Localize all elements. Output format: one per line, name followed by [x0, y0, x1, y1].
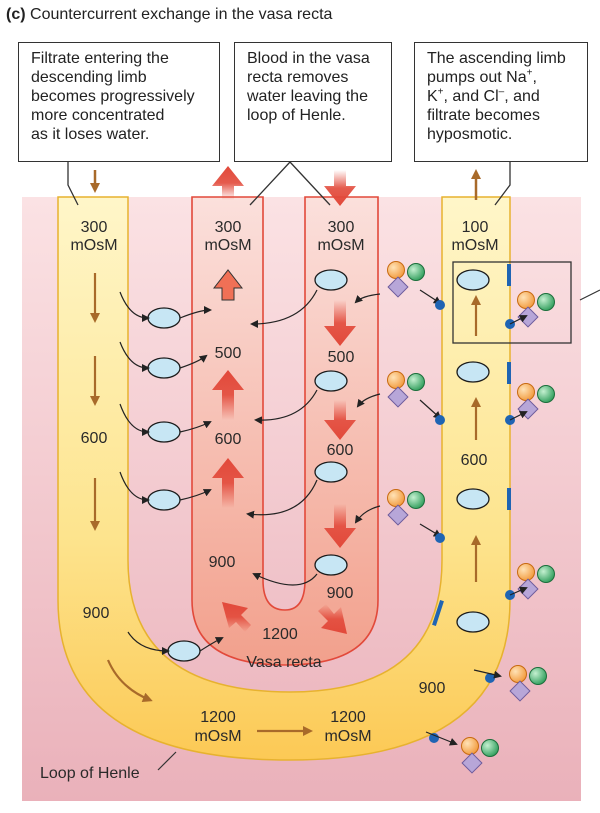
callout-line: loop of Henle. — [247, 107, 346, 124]
plus-superscript: + — [526, 67, 533, 79]
callout-line: filtrate becomes — [427, 107, 540, 124]
desc-600-label: 600 — [81, 430, 108, 447]
bottom-left-value: 1200 — [200, 709, 236, 726]
ion-pumps — [354, 264, 528, 746]
plus-superscript: + — [437, 86, 444, 98]
callout-text: , and — [504, 88, 540, 105]
callout-line: Blood in the vasa — [247, 50, 370, 67]
vasa-descending-arrows — [318, 300, 356, 634]
minus-superscript: – — [498, 86, 505, 98]
vasa-1200-label: 1200 — [262, 626, 298, 643]
desc-top-unit: mOsM — [70, 237, 117, 254]
vasa-500-left-label: 500 — [215, 345, 242, 362]
loop-of-henle-pointer — [157, 751, 177, 771]
asc-top-value: 100 — [462, 219, 489, 236]
asc-600-label: 600 — [461, 452, 488, 469]
callout-line: descending limb — [31, 69, 147, 86]
vasa-up-top-unit: mOsM — [204, 237, 251, 254]
callout-line: water leaving the — [247, 88, 368, 105]
callout-line: hyposmotic. — [427, 126, 513, 143]
vasa-900-left-label: 900 — [209, 554, 236, 571]
water-flow-arrows — [119, 289, 318, 655]
callout-text: , and Cl — [443, 88, 499, 105]
callout-text: pumps out Na — [427, 69, 527, 86]
callout-ascending-limb: The ascending limb pumps out Na+, K+, an… — [414, 42, 588, 162]
asc-top-unit: mOsM — [451, 237, 498, 254]
highlight-box — [452, 261, 572, 344]
desc-900-label: 900 — [83, 605, 110, 622]
callout-line: The ascending limb — [427, 50, 566, 67]
highlight-pointer — [579, 289, 600, 301]
loop-of-henle-label: Loop of Henle — [40, 765, 140, 782]
asc-900-label: 900 — [419, 680, 446, 697]
vasa-ascending-arrows — [212, 269, 251, 632]
callout-pointer — [494, 162, 511, 206]
figure-label: (c) — [6, 6, 26, 23]
callout-pointer — [67, 162, 79, 206]
callout-line: more concentrated — [31, 107, 165, 124]
callout-line: Filtrate entering the — [31, 50, 169, 67]
bottom-left-unit: mOsM — [194, 728, 241, 745]
callout-pointer — [249, 161, 331, 206]
vasa-600-left-label: 600 — [215, 431, 242, 448]
callout-line: as it loses water. — [31, 126, 150, 143]
callout-line: K+, and Cl–, and — [427, 87, 575, 106]
vasa-600-right-label: 600 — [327, 442, 354, 459]
bottom-right-unit: mOsM — [324, 728, 371, 745]
desc-top-value: 300 — [81, 219, 108, 236]
callout-text: K — [427, 88, 438, 105]
vasa-up-top-value: 300 — [215, 219, 242, 236]
callout-line: pumps out Na+, — [427, 67, 537, 86]
bottom-right-value: 1200 — [330, 709, 366, 726]
arrow-red-down — [324, 170, 356, 206]
arrow-red-up — [212, 166, 244, 200]
callout-line: recta removes — [247, 69, 349, 86]
arrow-brown-curve — [106, 659, 153, 703]
vasa-recta-label: Vasa recta — [246, 654, 321, 671]
vasa-recta — [191, 196, 379, 666]
figure-title-text: Countercurrent exchange in the vasa rect… — [30, 6, 333, 23]
loop-of-henle — [57, 196, 511, 761]
callout-vasa-recta: Blood in the vasa recta removes water le… — [234, 42, 392, 162]
vasa-900-right-label: 900 — [327, 585, 354, 602]
callout-line: becomes progressively — [31, 88, 195, 105]
callout-descending-limb: Filtrate entering the descending limb be… — [18, 42, 220, 162]
vasa-down-top-value: 300 — [328, 219, 355, 236]
figure-title: (c) Countercurrent exchange in the vasa … — [6, 6, 332, 24]
vasa-down-top-unit: mOsM — [317, 237, 364, 254]
vasa-500-right-label: 500 — [328, 349, 355, 366]
